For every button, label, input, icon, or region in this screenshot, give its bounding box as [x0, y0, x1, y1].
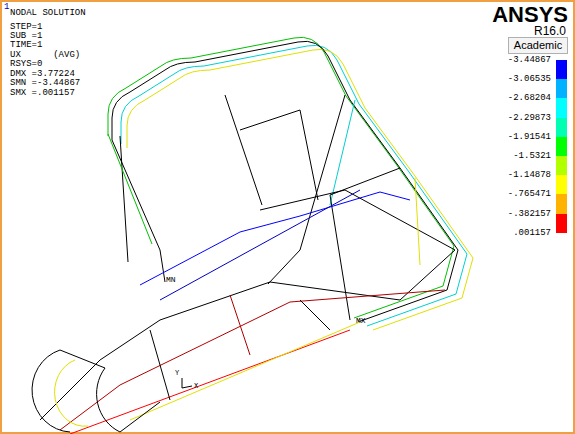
legend-swatch [556, 156, 567, 176]
legend-value: -3.06535 [508, 75, 551, 84]
max-marker: MX [356, 317, 366, 325]
legend-value: -.765471 [508, 190, 551, 199]
legend-value: -3.44867 [508, 56, 551, 65]
legend-swatch [556, 98, 567, 118]
info-line: SMX =.001157 [10, 89, 75, 98]
cylinder-ends [32, 350, 160, 432]
info-line: SMN =-3.44867 [10, 79, 80, 88]
legend-value: -2.68204 [508, 94, 551, 103]
info-line: TIME=1 [10, 41, 42, 50]
info-line: STEP=1 [10, 23, 42, 32]
legend-swatch [556, 118, 567, 138]
legend-value: -1.5321 [513, 152, 551, 161]
info-line: RSYS=0 [10, 60, 42, 69]
legend-value: -.382157 [508, 210, 551, 219]
legend-value: .001157 [513, 229, 551, 238]
license-badge: Academic [508, 37, 568, 54]
legend-swatch [556, 137, 567, 157]
housing-inner-lines [108, 95, 455, 320]
legend-swatch [556, 194, 567, 214]
legend-value: -1.14878 [508, 171, 551, 180]
plot-title: NODAL SOLUTION [10, 9, 86, 18]
legend-value: -1.91541 [508, 133, 551, 142]
legend-swatch [556, 175, 567, 195]
info-line: SUB =1 [10, 32, 42, 41]
legend-swatch [556, 214, 567, 234]
version-label: R16.0 [534, 25, 566, 37]
product-logo: ANSYS [492, 4, 568, 26]
window-number: 1 [4, 3, 9, 12]
axis-label: X [194, 383, 198, 390]
info-line: DMX =3.77224 [10, 70, 75, 79]
legend-value: -2.29873 [508, 114, 551, 123]
support-beam [40, 190, 455, 434]
axis-label: Y [175, 370, 179, 377]
info-line: UX (AVG) [10, 51, 80, 60]
min-marker: MN [166, 276, 176, 284]
legend-swatch [556, 60, 567, 80]
housing-outline [108, 37, 473, 330]
axis-triad [182, 378, 192, 388]
legend-swatch [556, 79, 567, 99]
